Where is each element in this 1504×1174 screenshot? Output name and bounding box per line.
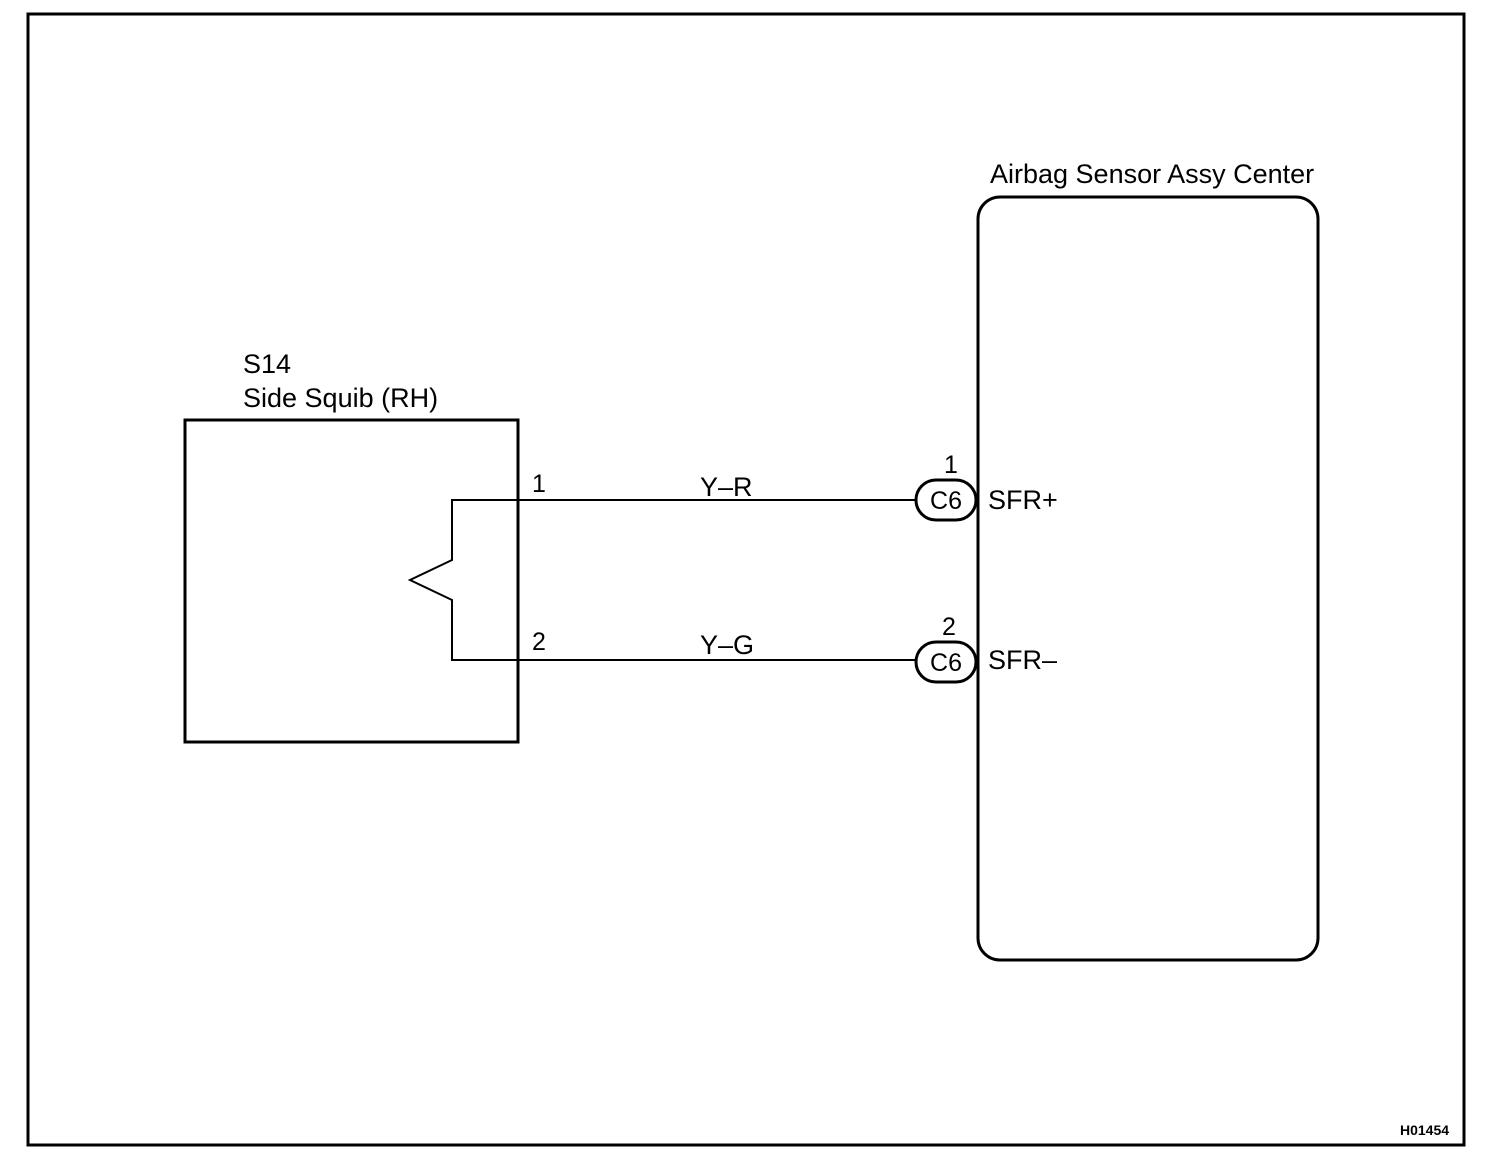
squib-box bbox=[183, 418, 520, 744]
connector-c6-upper bbox=[914, 478, 978, 522]
connector-c6-upper-label: C6 bbox=[930, 487, 962, 515]
sensor-assy-box bbox=[976, 195, 1320, 962]
wire-2-color-code: Y–G bbox=[700, 630, 754, 660]
sensor-pin-2: 2 bbox=[942, 613, 956, 641]
image-code: H01454 bbox=[1400, 1122, 1449, 1138]
squib-pin-2: 2 bbox=[532, 628, 546, 656]
squib-pin-1: 1 bbox=[532, 470, 546, 498]
diagram-frame bbox=[26, 12, 1466, 1147]
connector-c6-lower bbox=[914, 640, 978, 684]
sensor-pin-1: 1 bbox=[944, 451, 958, 479]
connector-c6-lower-label: C6 bbox=[930, 649, 962, 677]
wire-1-color-code: Y–R bbox=[700, 472, 753, 502]
squib-element-symbol bbox=[407, 499, 518, 661]
terminal-sfr-minus: SFR– bbox=[988, 645, 1057, 675]
squib-id-label: S14 bbox=[243, 349, 291, 379]
squib-name-label: Side Squib (RH) bbox=[243, 383, 438, 413]
terminal-sfr-plus: SFR+ bbox=[988, 485, 1058, 515]
sensor-assy-label: Airbag Sensor Assy Center bbox=[990, 159, 1314, 189]
